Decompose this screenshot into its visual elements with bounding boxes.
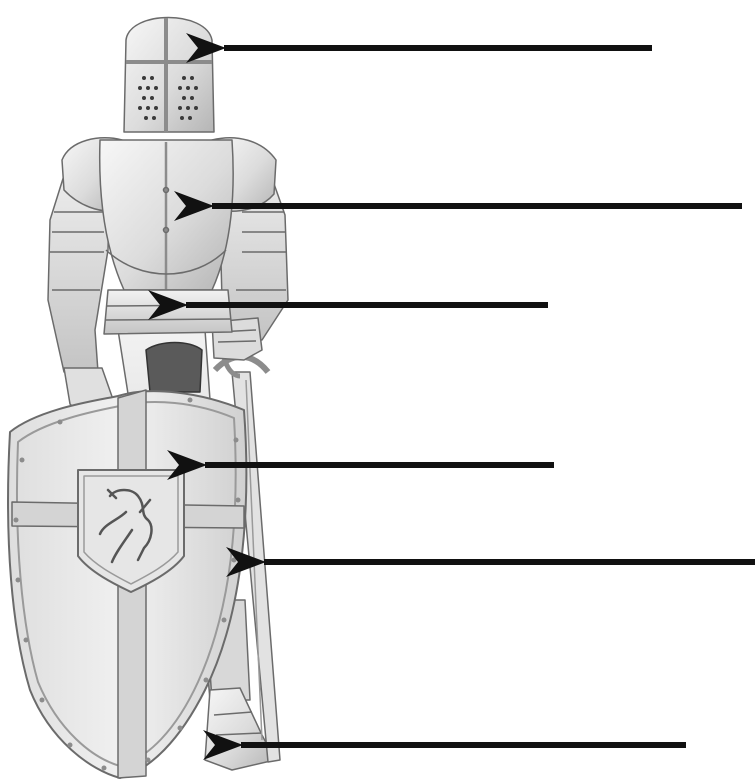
waist-armour <box>104 290 232 334</box>
mail-skirt <box>146 343 202 393</box>
helmet <box>124 18 214 133</box>
knight-armour-drawing <box>8 18 288 779</box>
breastplate <box>100 140 233 290</box>
